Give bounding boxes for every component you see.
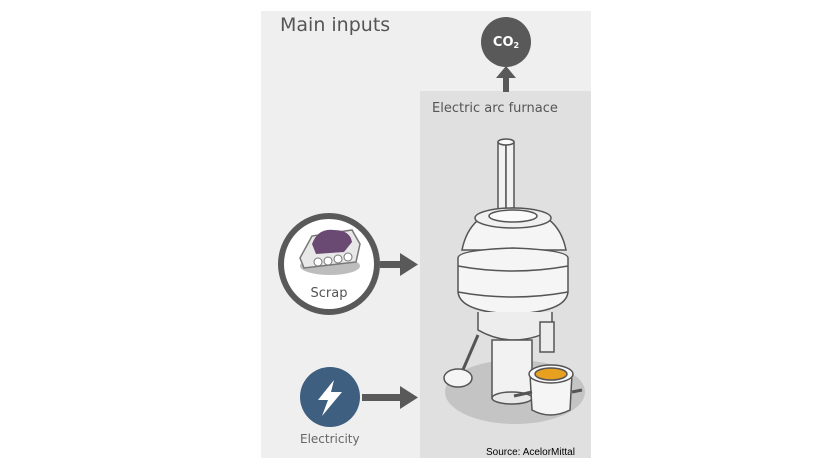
diagram-title: Main inputs <box>280 14 391 36</box>
scrap-label: Scrap <box>310 286 348 301</box>
electricity-arrow <box>362 386 418 409</box>
furnace-label: Electric arc furnace <box>432 101 558 116</box>
furnace-illustration <box>443 138 585 424</box>
scrap-arrow <box>380 253 418 276</box>
scrap-icon <box>278 213 380 315</box>
electricity-label: Electricity <box>300 432 360 446</box>
co2-arrow <box>496 66 516 92</box>
co2-text: CO <box>492 34 514 50</box>
lightning-icon <box>300 367 360 427</box>
source-credit: Source: AcelorMittal <box>486 447 575 458</box>
co2-subscript: 2 <box>513 40 520 50</box>
